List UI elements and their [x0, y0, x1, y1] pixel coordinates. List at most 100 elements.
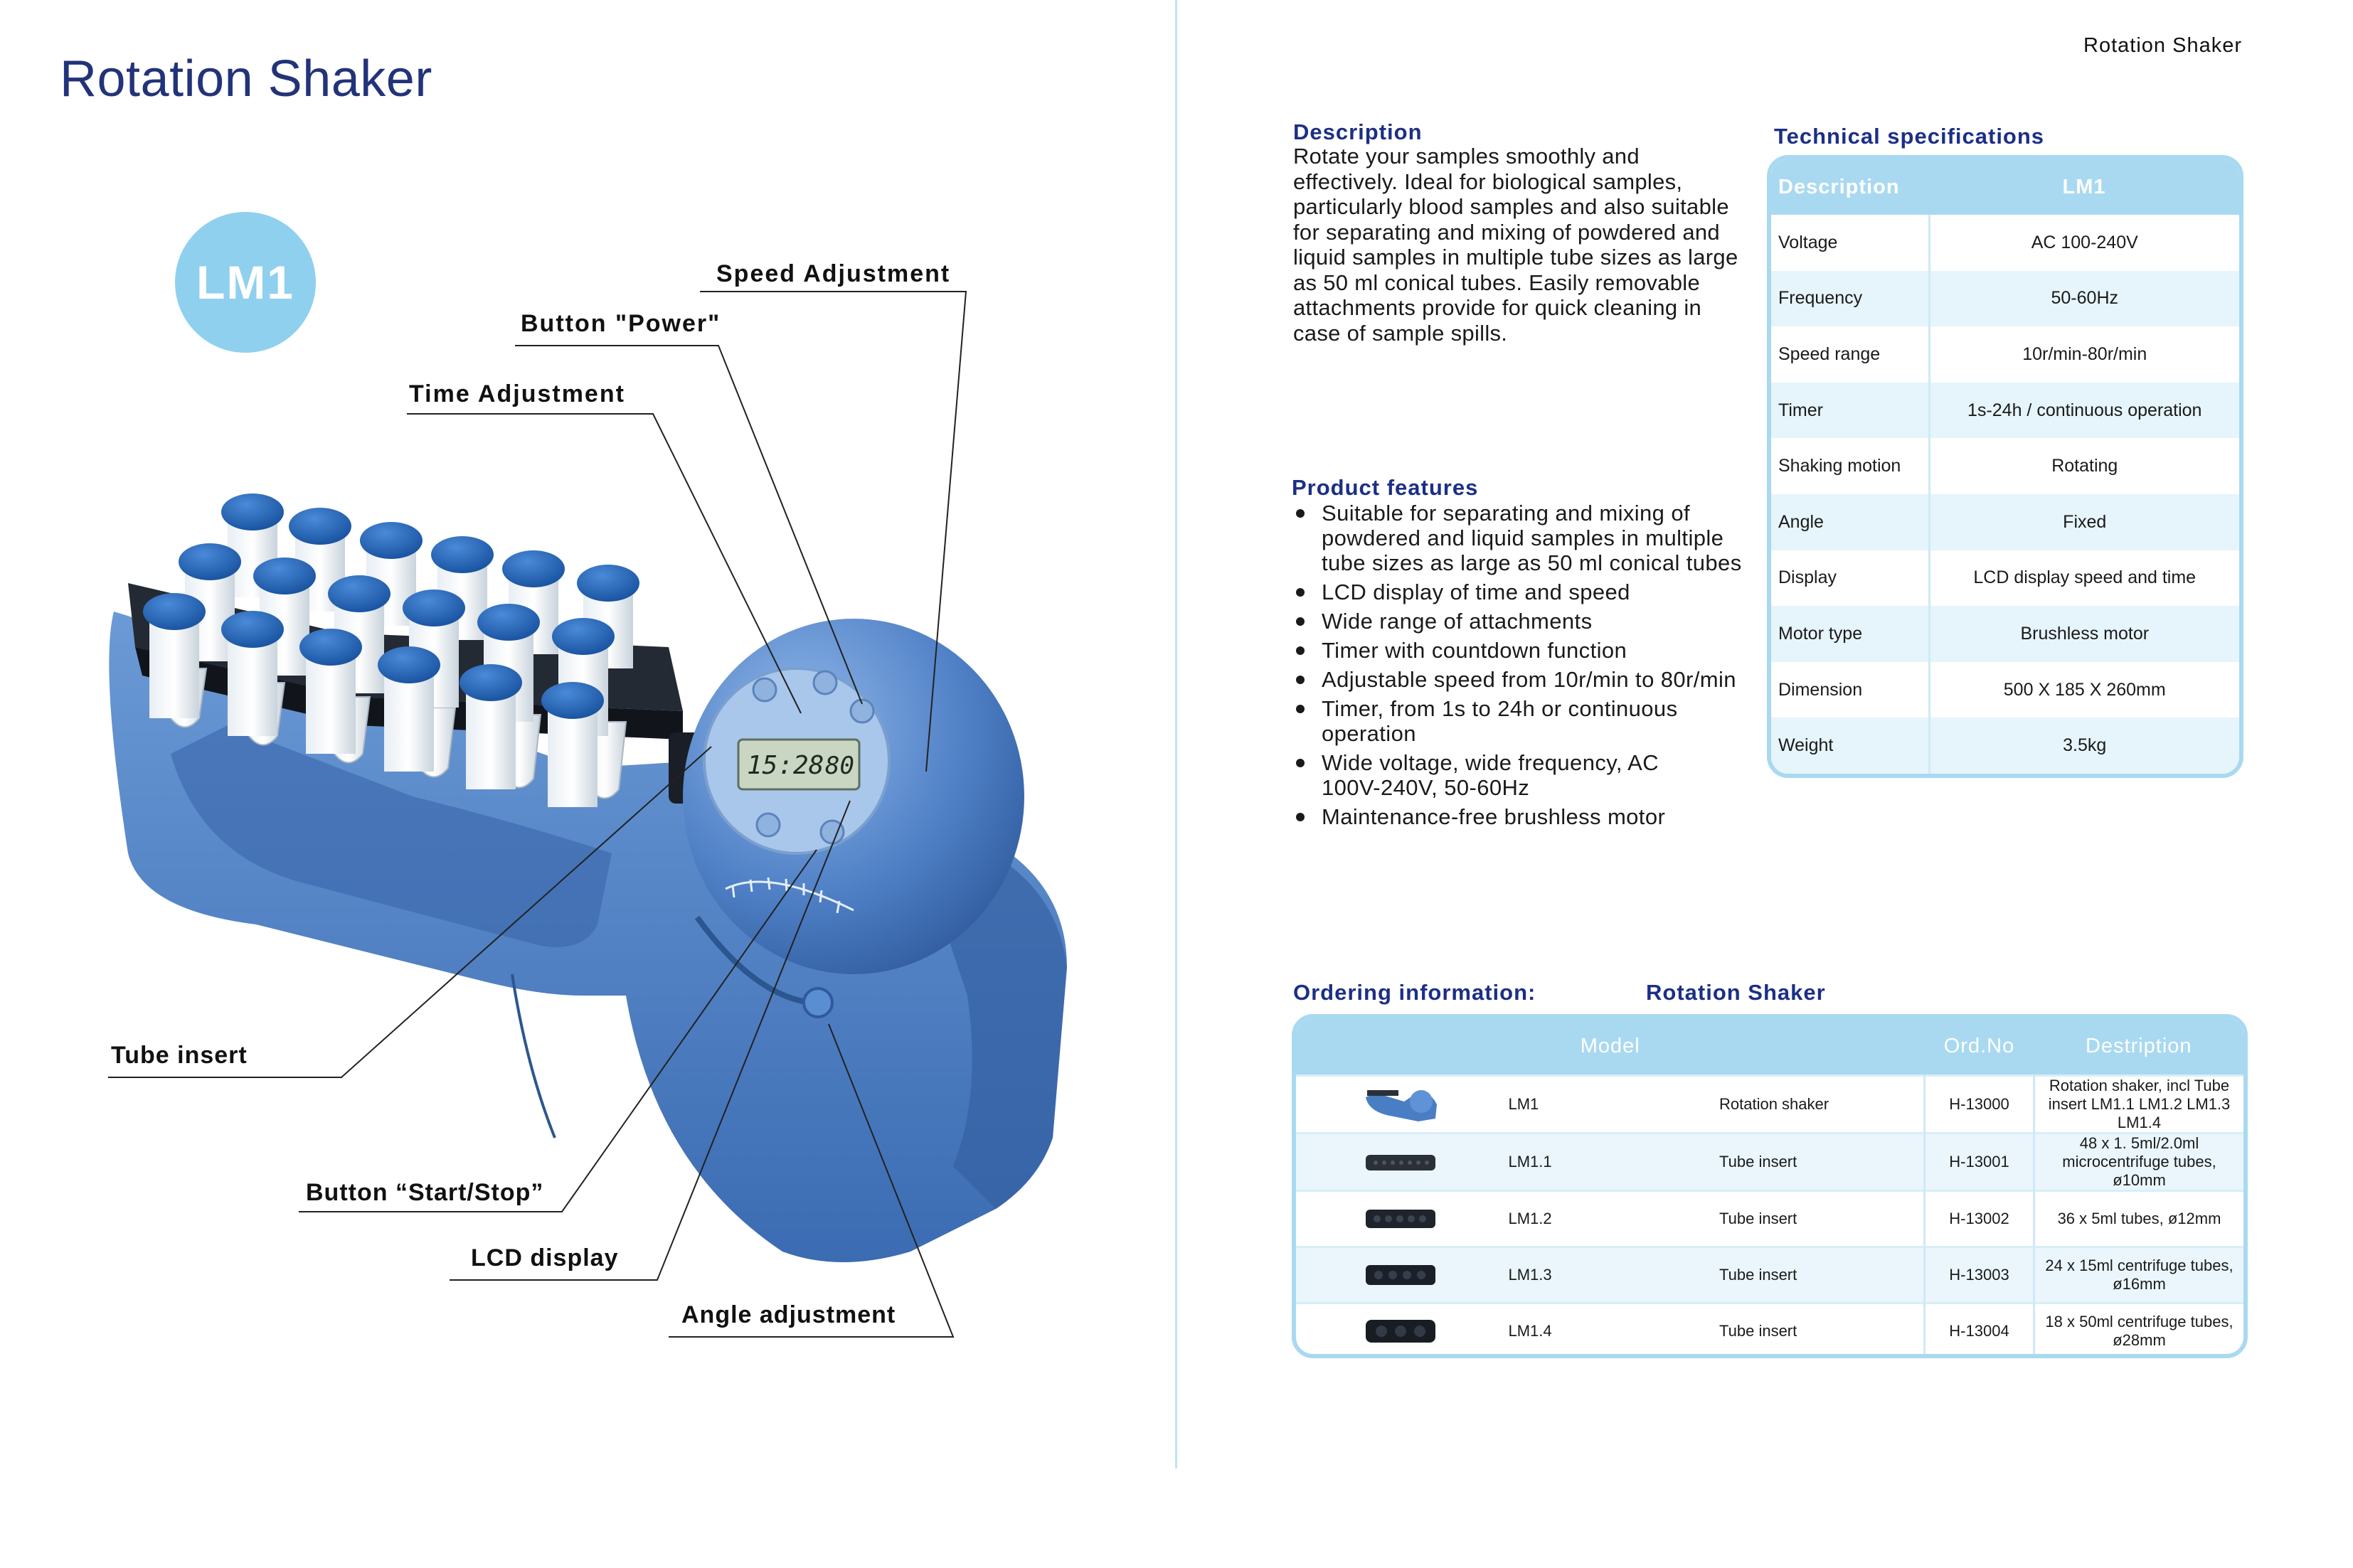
- lcd-speed: 80: [825, 752, 854, 780]
- order-col-ordno: Ord.No: [1924, 1018, 2034, 1075]
- tube-insert-thumbnail: [1366, 1264, 1436, 1285]
- order-description: 36 x 5ml tubes, ø12mm: [2034, 1189, 2243, 1247]
- spec-value: 1s-24h / continuous operation: [1929, 382, 2239, 439]
- order-number: H-13000: [1924, 1074, 2035, 1133]
- order-name: Tube insert: [1715, 1301, 1926, 1354]
- order-name: Rotation shaker: [1715, 1074, 1926, 1133]
- spec-value: AC 100-240V: [2031, 232, 2138, 252]
- order-description: Rotation shaker, incl Tube insert LM1.1 …: [2034, 1074, 2243, 1133]
- specs-heading: Technical specifications: [1774, 124, 2045, 149]
- callout-speed-adjustment: Speed Adjustment: [716, 260, 951, 287]
- order-name: Tube insert: [1715, 1189, 1926, 1247]
- list-item: Timer with countdown function: [1293, 638, 1763, 663]
- spec-col-description: Description: [1771, 159, 1929, 215]
- table-row: LM1.2 Tube insert H-13002 36 x 5ml tubes…: [1296, 1189, 2243, 1247]
- spec-value: Brushless motor: [1929, 606, 2239, 662]
- table-row: LM1.1 Tube insert H-13001 48 x 1. 5ml/2.…: [1296, 1131, 2243, 1190]
- spec-label: Speed range: [1771, 326, 1930, 383]
- spec-label: Voltage: [1771, 215, 1930, 271]
- spec-label: Motor type: [1771, 606, 1930, 662]
- ordering-table: Model Ord.No Destription LM1 Rotati: [1292, 1014, 2248, 1358]
- table-row: Shaking motion Rotating: [1771, 438, 2239, 494]
- order-col-model: Model: [1296, 1018, 1925, 1075]
- list-item: Suitable for separating and mixing of po…: [1293, 501, 1763, 575]
- callout-button-start-stop: Button “Start/Stop”: [306, 1179, 544, 1206]
- power-button: [812, 670, 838, 695]
- list-item: Wide range of attachments: [1293, 609, 1763, 634]
- ordering-subheading: Rotation Shaker: [1646, 980, 1826, 1005]
- spec-label: Frequency: [1771, 270, 1930, 327]
- running-head: Rotation Shaker: [2083, 34, 2242, 57]
- order-model: LM1.3: [1505, 1245, 1715, 1303]
- spec-label: Angle: [1771, 494, 1930, 550]
- order-model: LM1.1: [1505, 1131, 1715, 1190]
- order-col-description: Destription: [2034, 1018, 2243, 1075]
- list-item: Wide voltage, wide frequency, AC 100V-24…: [1293, 750, 1663, 800]
- list-item: Timer, from 1s to 24h or continuous oper…: [1293, 696, 1691, 746]
- base-seam: [511, 974, 556, 1138]
- callout-lcd-display: LCD display: [471, 1244, 619, 1271]
- spec-value: 3.5kg: [1929, 718, 2239, 774]
- spec-value: LCD display speed and time: [1973, 567, 2197, 588]
- rotation-shaker-illustration: 15:28 80: [109, 494, 1067, 1262]
- table-row: Speed range 10r/min-80r/min: [1771, 326, 2239, 383]
- table-row: Dimension 500 X 185 X 260mm: [1771, 661, 2239, 718]
- callout-tube-insert: Tube insert: [111, 1042, 248, 1069]
- start-stop-button: [755, 812, 781, 838]
- spec-value: Fixed: [1929, 494, 2239, 550]
- order-model: LM1.4: [1505, 1301, 1715, 1354]
- description-heading: Description: [1293, 119, 1423, 144]
- page-divider: [1175, 0, 1177, 1468]
- table-row: Voltage AC 100-240V: [1771, 215, 2239, 271]
- callout-angle-adjustment: Angle adjustment: [681, 1301, 896, 1328]
- page-title: Rotation Shaker: [60, 50, 432, 107]
- order-model: LM1.2: [1505, 1189, 1715, 1247]
- table-row: LM1.3 Tube insert H-13003 24 x 15ml cent…: [1296, 1245, 2243, 1303]
- order-number: H-13004: [1924, 1301, 2035, 1354]
- table-row: Display LCD display speed and time: [1771, 550, 2239, 607]
- order-number: H-13002: [1924, 1189, 2035, 1247]
- tube-insert-thumbnail: [1366, 1209, 1436, 1228]
- order-description: 24 x 15ml centrifuge tubes, ø16mm: [2034, 1245, 2243, 1303]
- spec-label: Dimension: [1771, 661, 1930, 718]
- order-description: 48 x 1. 5ml/2.0ml microcentrifuge tubes,…: [2034, 1131, 2243, 1190]
- list-item: Adjustable speed from 10r/min to 80r/min: [1293, 667, 1763, 692]
- order-number: H-13001: [1924, 1131, 2035, 1190]
- tube-insert-thumbnail: [1366, 1154, 1436, 1170]
- speed-down-button: [819, 819, 845, 845]
- spec-value: Rotating: [2051, 456, 2118, 476]
- description-text: Rotate your samples smoothly and effecti…: [1293, 144, 1738, 346]
- order-description: 18 x 50ml centrifuge tubes, ø28mm: [2034, 1301, 2243, 1354]
- table-row: LM1 Rotation shaker H-13000 Rotation sha…: [1296, 1074, 2243, 1133]
- spec-label: Timer: [1771, 382, 1930, 439]
- features-heading: Product features: [1292, 475, 1479, 500]
- spec-col-model: LM1: [1929, 159, 2239, 215]
- model-badge: LM1: [175, 212, 316, 353]
- spec-value: 10r/min-80r/min: [2022, 343, 2147, 364]
- spec-value: 500 X 185 X 260mm: [2003, 679, 2166, 700]
- lcd-time: 15:28: [747, 751, 824, 780]
- spec-value: 50-60Hz: [1929, 270, 2239, 327]
- table-row: LM1.4 Tube insert H-13004 18 x 50ml cent…: [1296, 1301, 2243, 1354]
- features-list: Suitable for separating and mixing of po…: [1293, 501, 1763, 833]
- angle-knob: [802, 987, 834, 1018]
- time-up-button: [752, 677, 777, 703]
- list-item: LCD display of time and speed: [1293, 580, 1763, 604]
- spec-label: Weight: [1771, 718, 1930, 774]
- order-number: H-13003: [1924, 1245, 2035, 1303]
- rotation-shaker-thumbnail: [1366, 1089, 1438, 1121]
- callout-button-power: Button "Power": [521, 310, 721, 337]
- spec-label: Display: [1771, 550, 1930, 607]
- order-name: Tube insert: [1715, 1245, 1926, 1303]
- ordering-heading: Ordering information:: [1293, 980, 1536, 1005]
- tube-insert-thumbnail: [1366, 1320, 1436, 1343]
- spec-table: Description LM1 Voltage AC 100-240V Frequ…: [1767, 155, 2243, 778]
- spec-label: Shaking motion: [1771, 438, 1930, 494]
- callout-time-adjustment: Time Adjustment: [409, 380, 625, 407]
- list-item: Maintenance-free brushless motor: [1293, 804, 1763, 829]
